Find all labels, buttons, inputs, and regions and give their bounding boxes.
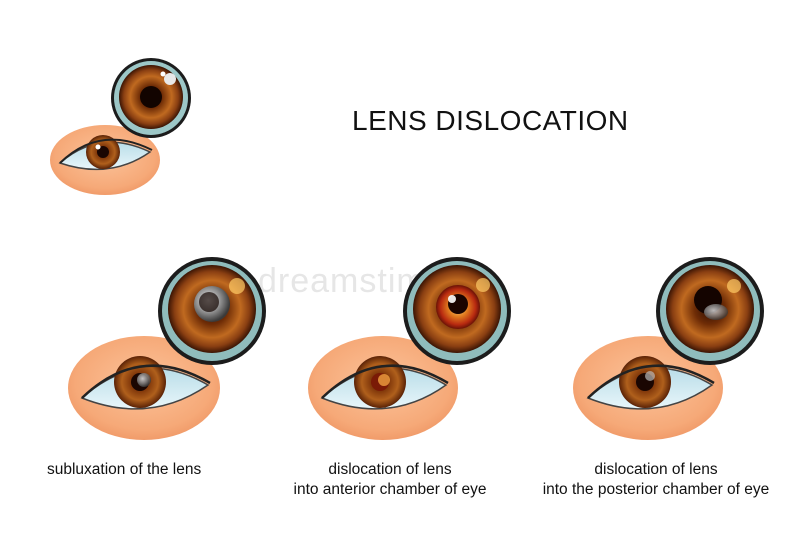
caption-posterior-line2: into the posterior chamber of eye xyxy=(542,481,770,498)
caption-anterior-line1: dislocation of lens xyxy=(328,461,452,478)
caption-posterior: dislocation of lens into the posterior c… xyxy=(525,460,787,500)
caption-subluxation: subluxation of the lens xyxy=(47,461,202,478)
posterior-magnified-lens xyxy=(656,257,764,365)
diagram-title: LENS DISLOCATION xyxy=(352,105,629,136)
subluxation-magnified-lens xyxy=(158,257,266,365)
caption-anterior-line2: into anterior chamber of eye xyxy=(293,481,487,498)
subluxation-eye-illustration xyxy=(68,336,220,440)
normal-eye-illustration xyxy=(50,125,160,195)
posterior-eye-illustration xyxy=(573,336,723,440)
caption-anterior: dislocation of lens into anterior chambe… xyxy=(280,460,500,500)
caption-posterior-line1: dislocation of lens xyxy=(594,461,718,478)
anterior-eye-illustration xyxy=(308,336,458,440)
anterior-magnified-lens xyxy=(403,257,511,365)
normal-eye-magnified-lens xyxy=(111,58,191,138)
